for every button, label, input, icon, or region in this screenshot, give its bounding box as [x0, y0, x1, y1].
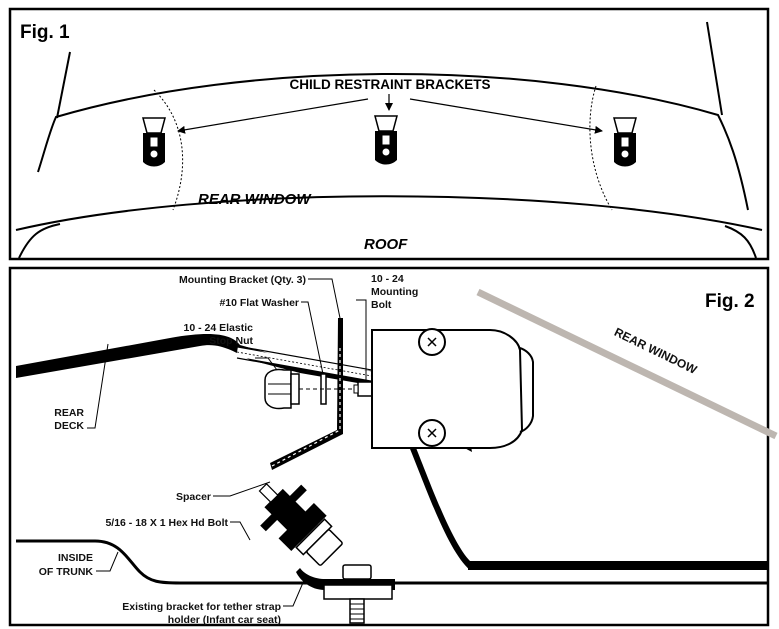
leader-stop-nut [255, 357, 278, 371]
child-restraint-bracket-right [613, 117, 637, 167]
leader-trunk [96, 551, 119, 572]
rear-window-edge [15, 195, 763, 231]
label-stop-nut-line1: 10 - 24 Elastic [184, 322, 254, 334]
figure-1-frame [8, 7, 770, 261]
existing-bracket-lower [323, 584, 393, 600]
roof-edge-right [724, 225, 757, 259]
figure-2-label: Fig. 2 [705, 291, 755, 312]
label-stop-nut-line2: Stop Nut [209, 335, 253, 347]
left-c-pillar [56, 51, 71, 119]
mounting-bracket-dashes [271, 348, 341, 467]
label-mounting-bolt-line2: Mounting [371, 286, 418, 298]
rear-window-label-bg [597, 314, 715, 386]
figure-1-label: Fig. 1 [20, 22, 70, 43]
child-restraint-brackets-label: CHILD RESTRAINT BRACKETS [290, 77, 491, 92]
leader-mounting-bolt [356, 299, 367, 382]
rear-deck-light-outline [236, 345, 384, 385]
rear-window-label: REAR WINDOW [612, 325, 700, 377]
label-hex-bolt: 5/16 - 18 X 1 Hex Hd Bolt [105, 517, 228, 529]
existing-bracket-nut [342, 564, 372, 580]
child-restraint-bracket-center [374, 115, 398, 165]
mounting-bolt [353, 381, 373, 397]
existing-bracket-stud [349, 598, 365, 624]
roof-edge [18, 223, 61, 259]
rear-deck-right-band [468, 561, 768, 570]
elastic-stop-nut [264, 368, 300, 410]
label-existing-bracket-line1: Existing bracket for tether strap [122, 601, 281, 613]
leader-existing-bracket [283, 577, 306, 607]
leader-spacer [213, 481, 271, 497]
label-rear-deck-line1: REAR [54, 407, 84, 419]
right-c-pillar [706, 21, 723, 116]
leader-hex-bolt [230, 521, 251, 541]
child-restraint-bracket-left [142, 117, 166, 167]
left-dotted-outline [153, 89, 184, 211]
leader-mounting-bracket [308, 278, 341, 319]
figure-2: Fig. 2 REAR WINDOW [8, 266, 778, 627]
leader-flat-washer [301, 301, 324, 375]
figure-1: Fig. 1 [8, 7, 770, 261]
arrow-to-left-bracket [177, 98, 369, 134]
rear-window-glass [476, 288, 778, 440]
label-rear-deck-line2: DECK [54, 420, 84, 432]
trunk-floor-line [16, 539, 768, 585]
rear-deck-dotted [236, 351, 384, 379]
label-trunk-line2: OF TRUNK [39, 566, 94, 578]
anchor-housing [371, 328, 534, 449]
figure-2-frame [8, 266, 770, 627]
label-existing-bracket-line2: holder (Infant car seat) [168, 614, 281, 626]
label-flat-washer: #10 Flat Washer [219, 297, 299, 309]
right-dotted-outline [589, 85, 613, 211]
arrow-to-right-bracket [409, 98, 603, 134]
label-mounting-bolt-line3: Bolt [371, 299, 392, 311]
package-shelf [37, 73, 749, 211]
rear-window-label: REAR WINDOW [198, 191, 312, 208]
roof-label: ROOF [364, 236, 408, 253]
leader-rear-deck [87, 343, 109, 429]
label-mounting-bolt-line1: 10 - 24 [371, 273, 404, 285]
spacer-and-hex-bolt [258, 483, 343, 566]
label-trunk-line1: INSIDE [58, 552, 93, 564]
label-spacer: Spacer [176, 491, 211, 503]
label-mounting-bracket: Mounting Bracket (Qty. 3) [179, 274, 306, 286]
